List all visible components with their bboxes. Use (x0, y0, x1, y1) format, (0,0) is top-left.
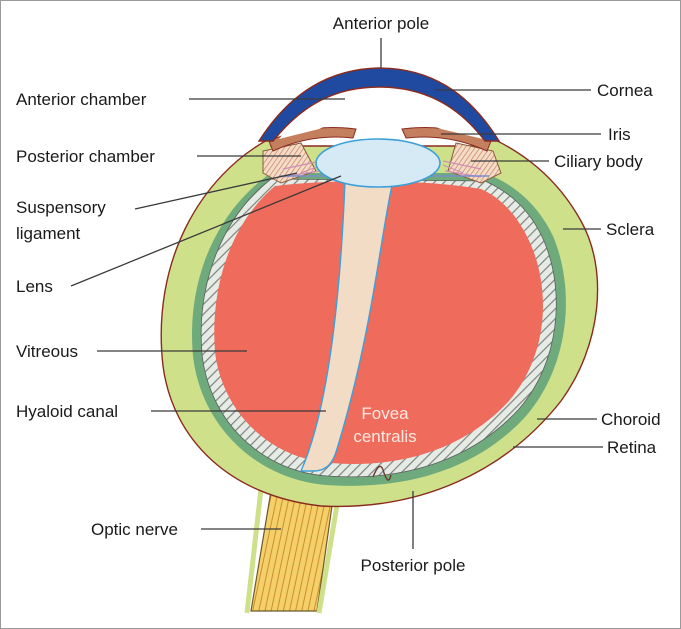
label-fovea-line1: Fovea (361, 404, 409, 423)
label-hyaloid-canal: Hyaloid canal (16, 402, 118, 421)
label-posterior-pole: Posterior pole (361, 556, 466, 575)
label-anterior-pole: Anterior pole (333, 14, 429, 33)
label-posterior-chamber: Posterior chamber (16, 147, 155, 166)
label-choroid: Choroid (601, 410, 661, 429)
label-suspensory-line2: ligament (16, 224, 81, 243)
label-retina: Retina (607, 438, 657, 457)
label-vitreous: Vitreous (16, 342, 78, 361)
label-cornea: Cornea (597, 81, 653, 100)
lens-shape (316, 139, 440, 187)
label-ciliary-body: Ciliary body (554, 152, 643, 171)
label-sclera: Sclera (606, 220, 655, 239)
label-fovea-line2: centralis (353, 427, 416, 446)
label-lens: Lens (16, 277, 53, 296)
label-suspensory-line1: Suspensory (16, 198, 106, 217)
label-iris: Iris (608, 125, 631, 144)
label-anterior-chamber: Anterior chamber (16, 90, 147, 109)
label-optic-nerve: Optic nerve (91, 520, 178, 539)
